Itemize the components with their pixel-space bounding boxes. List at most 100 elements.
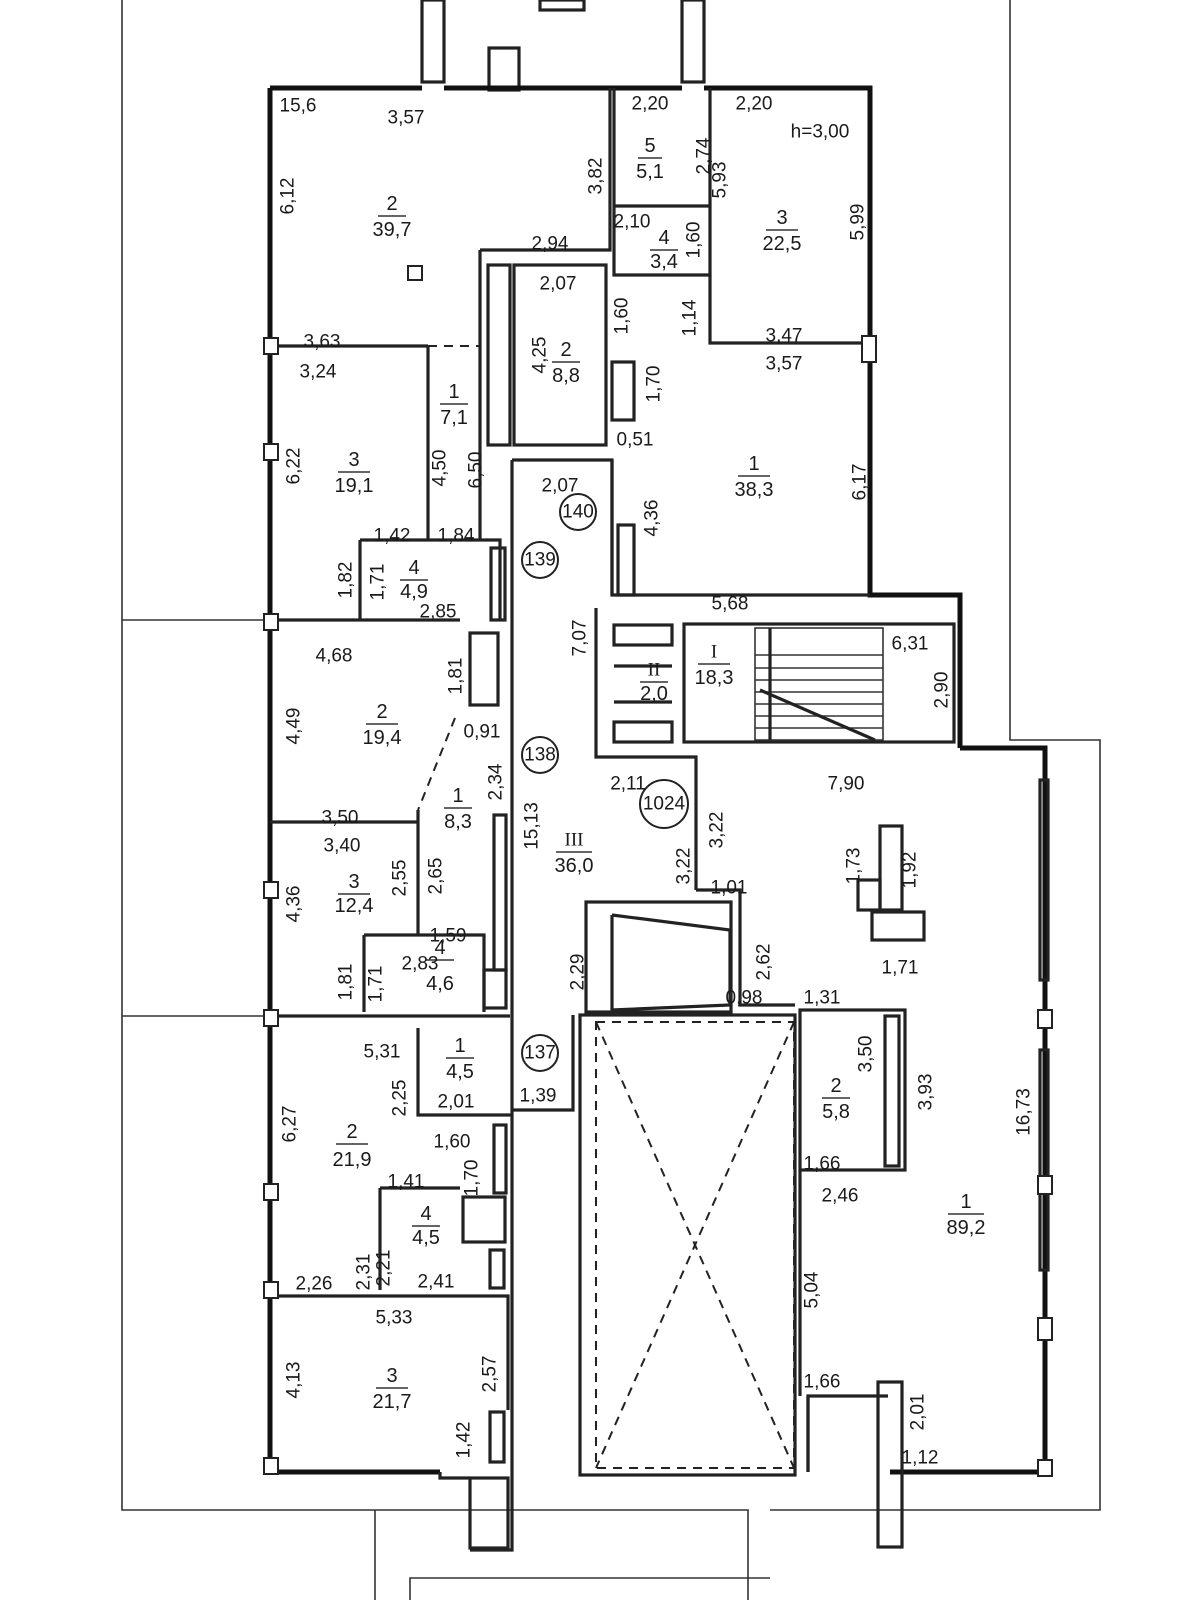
dimension-label: 2,46 [822, 1186, 859, 1207]
dimension-label: 3,50 [856, 1036, 877, 1073]
marker-139-label: 139 [524, 550, 556, 571]
room-number: 2 [830, 1075, 841, 1097]
dimension-label: 1,12 [902, 1448, 939, 1469]
dimension-label: 3,93 [916, 1074, 937, 1111]
dimension-label: 7,07 [570, 620, 591, 657]
room-I: I 18,3 [695, 642, 734, 690]
dimension-label: 2,21 [374, 1250, 395, 1287]
dimension-label: 3,24 [300, 362, 337, 383]
room-area: 4,9 [400, 581, 428, 603]
dimension-label: 5,04 [802, 1271, 823, 1308]
room-number: 3 [348, 871, 359, 893]
room-area: 5,8 [822, 1101, 850, 1123]
room-2-c: 2 21,9 [333, 1121, 372, 1171]
room-number: 3 [386, 1365, 397, 1387]
dimension-label: 1,73 [844, 848, 865, 885]
dimension-label: 7,90 [828, 774, 865, 795]
dimension-label: 1,42 [454, 1422, 475, 1459]
dimension-label: 1,82 [336, 562, 357, 599]
dimension-label: 6,12 [278, 178, 299, 215]
room-number: 2 [560, 339, 571, 361]
room-number: III [565, 830, 584, 851]
room-area: 36,0 [555, 855, 594, 877]
room-area: 3,4 [650, 251, 678, 273]
dimension-label: 4,36 [642, 500, 663, 537]
dimension-label: 1,66 [804, 1372, 841, 1393]
dimension-label: 0,91 [464, 722, 501, 743]
dimension-label: 5,93 [710, 162, 731, 199]
top-access [420, 0, 706, 92]
room-area: 4,5 [412, 1227, 440, 1249]
room-number: 1 [452, 785, 463, 807]
room-4-c: 4 4,5 [412, 1203, 440, 1249]
dimension-label: 1,81 [336, 964, 357, 1001]
dimension-label: 2,74 [694, 137, 715, 174]
room-area: 38,3 [735, 479, 774, 501]
dimension-labels: 15,63,576,123,822,942,202,742,205,935,99… [278, 94, 1035, 1469]
dimension-label: 1,66 [804, 1154, 841, 1175]
dimension-label: 4,50 [430, 450, 451, 487]
dimension-label: 2,65 [426, 858, 447, 895]
room-number: I [711, 642, 717, 663]
dimension-label: 1,60 [684, 222, 705, 259]
room-number: 3 [348, 449, 359, 471]
room-1-big: 1 38,3 [735, 453, 774, 501]
room-III: III 36,0 [555, 830, 594, 878]
dimension-label: 2,11 [610, 774, 646, 795]
room-2-mid: 2 8,8 [552, 339, 580, 387]
room-1-b: 1 8,3 [444, 785, 472, 833]
dimension-label: 4,25 [530, 337, 551, 374]
room-number: 4 [434, 937, 445, 959]
room-4-b: 4 4,6 [426, 937, 454, 995]
room-number: 2 [386, 193, 397, 215]
marker-137-label: 137 [524, 1043, 556, 1064]
marker-137: 137 [521, 1034, 559, 1072]
room-3-c: 3 21,7 [373, 1365, 412, 1413]
room-area: 8,8 [552, 365, 580, 387]
room-area: 12,4 [335, 895, 374, 917]
dimension-label: 1,71 [368, 564, 389, 601]
room-area: 21,7 [373, 1391, 412, 1413]
room-number: 5 [644, 135, 655, 157]
room-number: 4 [408, 557, 419, 579]
marker-140: 140 [559, 493, 597, 531]
room-number: 1 [748, 453, 759, 475]
dimension-label: 1,42 [374, 526, 411, 547]
dimension-label: 2,07 [542, 476, 579, 497]
marker-1024-label: 1024 [643, 794, 686, 815]
dimension-label: 2,83 [402, 954, 439, 975]
dimension-label: 2,85 [420, 602, 457, 623]
marker-138-label: 138 [524, 745, 556, 766]
dimension-label: 3,22 [674, 848, 695, 885]
room-number: 1 [960, 1191, 971, 1213]
room-3-top: 3 22,5 [763, 207, 802, 255]
marker-1024: 1024 [639, 779, 689, 829]
site-boundary [121, 0, 1101, 1600]
dimension-label: 2,62 [754, 944, 775, 981]
room-area: 4,6 [426, 973, 454, 995]
dimension-label: 6,50 [466, 452, 487, 489]
dimension-label: 2,94 [532, 234, 569, 255]
room-number: 2 [376, 701, 387, 723]
room-labels: 2 39,7 5 5,1 4 3 3,4 3 22,5 2 8,8 1 [333, 135, 986, 1413]
room-area: 18,3 [695, 667, 734, 689]
dimension-label: 15,6 [280, 96, 317, 117]
room-area: 39,7 [373, 219, 412, 241]
dimension-label: 2,20 [632, 94, 669, 115]
dimension-label: 5,31 [364, 1042, 401, 1063]
room-2-b: 2 19,4 [363, 701, 402, 749]
dimension-label: 2,07 [540, 274, 577, 295]
dimension-label: 2,01 [908, 1394, 929, 1431]
dimension-label: 1,70 [644, 366, 665, 403]
dimension-label: 2,26 [296, 1274, 333, 1295]
room-area: 89,2 [947, 1217, 986, 1239]
dimension-label: 3,57 [766, 354, 803, 375]
dimension-label: 1,70 [462, 1160, 483, 1197]
room-area: 19,1 [335, 475, 374, 497]
dimension-label: 2,29 [568, 954, 589, 991]
dimension-label: 5,68 [712, 594, 749, 615]
dimension-label: 3,63 [304, 332, 341, 353]
dimension-label: 3,22 [707, 812, 728, 849]
dimension-label: 1,41 [388, 1172, 425, 1193]
room-2-d: 2 5,8 [822, 1075, 850, 1123]
